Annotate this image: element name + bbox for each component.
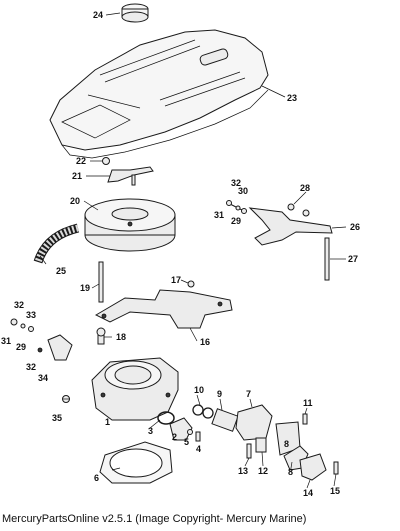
- part-fasteners-left: [10, 318, 34, 332]
- part-nut-17: [187, 280, 195, 288]
- part-throttle-body: [91, 357, 179, 421]
- part-block-12: [255, 437, 267, 453]
- callout-16: 16: [200, 337, 210, 347]
- part-stud-19: [98, 261, 104, 303]
- part-fasteners-right: [226, 200, 247, 214]
- callout-11: 11: [303, 398, 313, 408]
- part-gasket: [99, 441, 173, 484]
- part-screw-15: [333, 461, 339, 475]
- part-bracket-26: [248, 203, 333, 246]
- part-nut-22: [102, 157, 110, 165]
- part-cap: [121, 3, 149, 23]
- exploded-parts-diagram: 24 23 22 21 32 30 28 31 29 26 20 27 25 1…: [1, 3, 360, 498]
- part-engine-cover: [49, 29, 269, 159]
- callout-21: 21: [72, 171, 82, 181]
- callout-9: 9: [217, 389, 222, 399]
- callout-20: 20: [70, 196, 80, 206]
- callout-1: 1: [105, 417, 110, 427]
- callout-5: 5: [184, 437, 189, 447]
- callout-27: 27: [348, 254, 358, 264]
- callout-17: 17: [171, 275, 181, 285]
- callout-29b: 29: [16, 342, 26, 352]
- callout-35: 35: [52, 413, 62, 423]
- part-sensor-14: [299, 453, 327, 481]
- callout-31b: 31: [1, 336, 11, 346]
- part-linkage-34: [37, 334, 73, 361]
- callout-25: 25: [56, 266, 66, 276]
- callout-31: 31: [214, 210, 224, 220]
- callout-2: 2: [172, 432, 177, 442]
- callout-8: 8: [288, 467, 293, 477]
- part-bolt-18: [96, 327, 106, 345]
- callout-30: 30: [238, 186, 248, 196]
- callout-29: 29: [231, 216, 241, 226]
- callout-26: 26: [350, 222, 360, 232]
- callout-32: 32: [231, 178, 241, 188]
- callout-32b: 32: [14, 300, 24, 310]
- leader-lines: [39, 12, 347, 489]
- callout-3: 3: [148, 426, 153, 436]
- part-stud-27: [324, 237, 330, 281]
- callout-22: 22: [76, 156, 86, 166]
- part-bolt-13: [246, 443, 252, 459]
- part-flame-arrestor: [84, 198, 176, 252]
- part-valve-9: [211, 408, 239, 432]
- callout-14: 14: [303, 488, 313, 498]
- callout-13: 13: [238, 466, 248, 476]
- part-screw-11: [302, 413, 308, 425]
- callout-24: 24: [93, 10, 103, 20]
- part-oring-3: [157, 411, 175, 425]
- callout-15: 15: [330, 486, 340, 496]
- callout-12: 12: [258, 466, 268, 476]
- callout-28: 28: [300, 183, 310, 193]
- callout-19: 19: [80, 283, 90, 293]
- part-hose: [33, 223, 80, 264]
- callout-34: 34: [38, 373, 48, 383]
- copyright-footer: MercuryPartsOnline v2.5.1 (Image Copyrig…: [2, 513, 307, 525]
- part-actuator-7: [235, 404, 273, 441]
- callout-7: 7: [246, 389, 251, 399]
- callout-32c: 32: [26, 362, 36, 372]
- callout-23: 23: [287, 93, 297, 103]
- part-screw-4: [195, 431, 201, 442]
- part-bracket-21: [107, 166, 154, 186]
- callout-4: 4: [196, 444, 201, 454]
- callout-labels: 24 23 22 21 32 30 28 31 29 26 20 27 25 1…: [1, 10, 360, 498]
- callout-33: 33: [26, 310, 36, 320]
- callout-6: 6: [94, 473, 99, 483]
- callout-18: 18: [116, 332, 126, 342]
- callout-10: 10: [194, 385, 204, 395]
- part-oring-10: [192, 404, 214, 419]
- callout-8b: 8: [284, 439, 289, 449]
- part-bracket-16: [94, 289, 233, 329]
- part-fastener-5: [187, 429, 193, 435]
